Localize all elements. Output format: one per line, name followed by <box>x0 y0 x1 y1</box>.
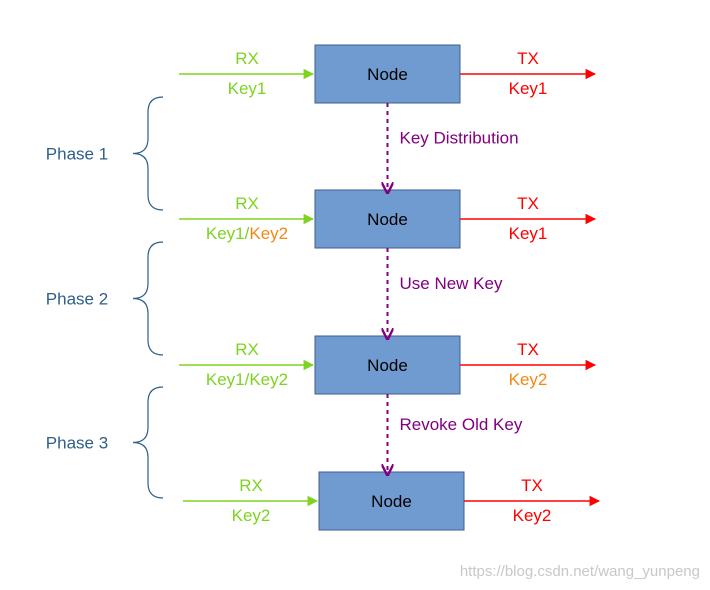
rx-label: RX <box>235 340 259 359</box>
step-label: Revoke Old Key <box>400 415 523 434</box>
rx-label: RX <box>239 476 263 495</box>
phase-brace <box>132 96 164 211</box>
step-label: Use New Key <box>400 274 503 293</box>
tx-label: TX <box>517 194 539 213</box>
phase-brace <box>132 386 164 499</box>
rx-key: Key2 <box>232 506 271 525</box>
node-label: Node <box>371 492 412 511</box>
tx-key: Key1 <box>509 224 548 243</box>
tx-label: TX <box>517 49 539 68</box>
node-label: Node <box>367 210 408 229</box>
rx-key-new: Key2 <box>249 224 288 243</box>
tx-key: Key1 <box>509 79 548 98</box>
watermark: https://blog.csdn.net/wang_yunpeng <box>459 563 700 580</box>
node-label: Node <box>367 356 408 375</box>
tx-key: Key2 <box>513 506 552 525</box>
node-box <box>314 335 461 395</box>
tx-key: Key2 <box>509 370 548 389</box>
rx-key: Key1 <box>228 79 267 98</box>
node-box <box>314 44 461 104</box>
rx-key-old: Key1/ <box>206 224 250 243</box>
phase-label: Phase 2 <box>46 290 108 309</box>
step-label: Key Distribution <box>400 129 519 148</box>
rx-label: RX <box>235 194 259 213</box>
node-label: Node <box>367 65 408 84</box>
tx-label: TX <box>521 476 543 495</box>
phase-label: Phase 1 <box>46 145 108 164</box>
tx-label: TX <box>517 340 539 359</box>
rx-key: Key1/Key2 <box>206 370 288 389</box>
phase-label: Phase 3 <box>46 434 108 453</box>
rx-label: RX <box>235 49 259 68</box>
rx-key: Key1/Key2 <box>206 224 288 243</box>
phase-brace <box>132 241 164 356</box>
